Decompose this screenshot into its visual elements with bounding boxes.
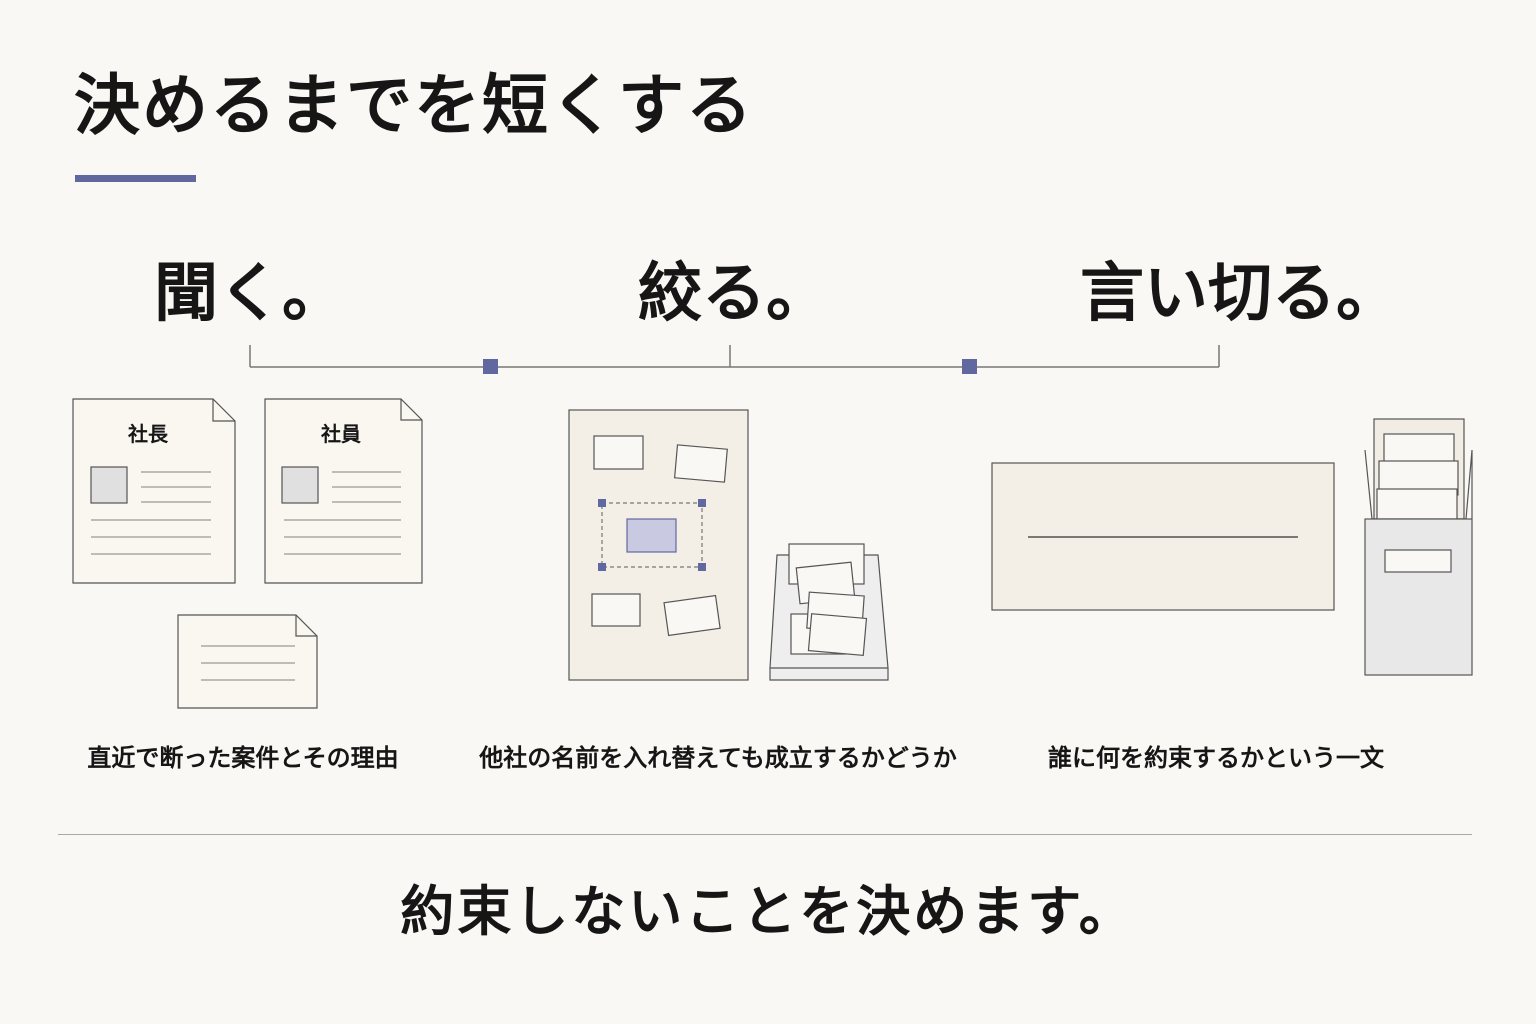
title-underline bbox=[75, 175, 196, 182]
step-heading-listen: 聞く。 bbox=[154, 257, 346, 331]
step-heading-narrow: 絞る。 bbox=[638, 257, 830, 331]
memo-icon bbox=[177, 614, 318, 709]
page-title: 決めるまでを短くする bbox=[74, 67, 754, 144]
board-icon bbox=[568, 409, 749, 681]
step-caption-narrow: 他社の名前を入れ替えても成立するかどうか bbox=[479, 744, 957, 772]
tray-icon bbox=[769, 543, 889, 681]
conclusion-text: 約束しないことを決めます。 bbox=[400, 880, 1136, 943]
section-divider bbox=[58, 834, 1472, 835]
timeline bbox=[249, 345, 1220, 368]
file-box-icon bbox=[1364, 418, 1473, 676]
document-icon bbox=[72, 398, 236, 584]
step-caption-declare: 誰に何を約束するかという一文 bbox=[1048, 744, 1384, 772]
document-label-employee: 社員 bbox=[320, 422, 361, 446]
statement-card-icon bbox=[991, 462, 1335, 611]
timeline-marker bbox=[962, 359, 977, 374]
step-caption-listen: 直近で断った案件とその理由 bbox=[87, 744, 399, 772]
step-heading-declare: 言い切る。 bbox=[1080, 257, 1400, 331]
document-label-president: 社長 bbox=[127, 422, 169, 446]
document-icon bbox=[264, 398, 423, 584]
timeline-marker bbox=[483, 359, 498, 374]
